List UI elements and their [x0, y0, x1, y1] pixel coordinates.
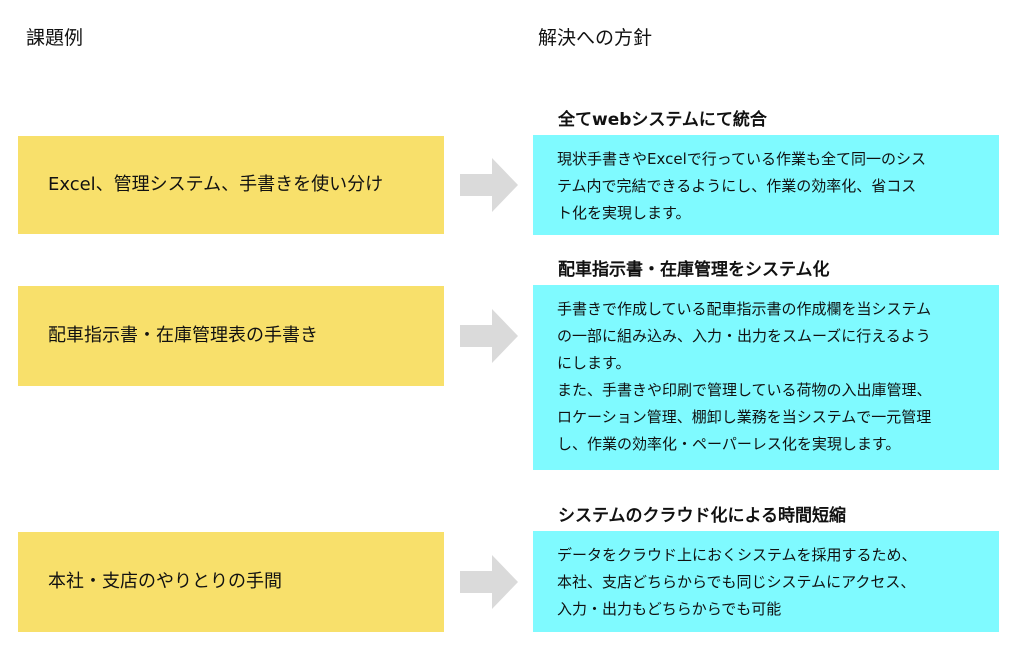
issue-box-2: 配車指示書・在庫管理表の手書き	[18, 286, 444, 386]
solution-text-line: 本社、支店どちらからでも同じシステムにアクセス、	[557, 573, 916, 591]
solution-text-line: 入力・出力もどちらからでも可能	[557, 600, 782, 618]
solution-text-line: ロケーション管理、棚卸し業務を当システムで一元管理	[557, 408, 932, 426]
solution-text-line: ト化を実現します。	[557, 204, 691, 222]
solution-text-line: の一部に組み込み、入力・出力をスムーズに行えるよう	[557, 327, 931, 345]
solution-text-line: また、手書きや印刷で管理している荷物の入出庫管理、	[557, 381, 932, 399]
right-arrow-icon	[458, 154, 520, 216]
solution-text-line: し、作業の効率化・ペーパーレス化を実現します。	[557, 435, 901, 453]
solutions-header: 解決への方針	[538, 27, 653, 49]
solution-box-2: 手書きで作成している配車指示書の作成欄を当システム の一部に組み込み、入力・出力…	[533, 285, 999, 470]
solution-text-line: にします。	[557, 354, 631, 372]
solution-text-line: 現状手書きやExcelで行っている作業も全て同一のシス	[557, 150, 926, 168]
solution-title-1: 全てwebシステムにて統合	[558, 110, 767, 130]
solution-box-1: 現状手書きやExcelで行っている作業も全て同一のシス テム内で完結できるように…	[533, 135, 999, 235]
right-arrow-icon	[458, 305, 520, 367]
issue-box-1: Excel、管理システム、手書きを使い分け	[18, 136, 444, 234]
solution-text-line: テム内で完結できるようにし、作業の効率化、省コス	[557, 177, 917, 195]
solution-box-3: データをクラウド上におくシステムを採用するため、 本社、支店どちらからでも同じシ…	[533, 531, 999, 632]
issue-box-3: 本社・支店のやりとりの手間	[18, 532, 444, 632]
issues-header: 課題例	[26, 27, 84, 49]
solution-title-3: システムのクラウド化による時間短縮	[558, 506, 846, 526]
solution-text-line: 手書きで作成している配車指示書の作成欄を当システム	[557, 300, 932, 318]
right-arrow-icon	[458, 551, 520, 613]
solution-text-line: データをクラウド上におくシステムを採用するため、	[557, 546, 917, 564]
solution-title-2: 配車指示書・在庫管理をシステム化	[558, 260, 830, 280]
